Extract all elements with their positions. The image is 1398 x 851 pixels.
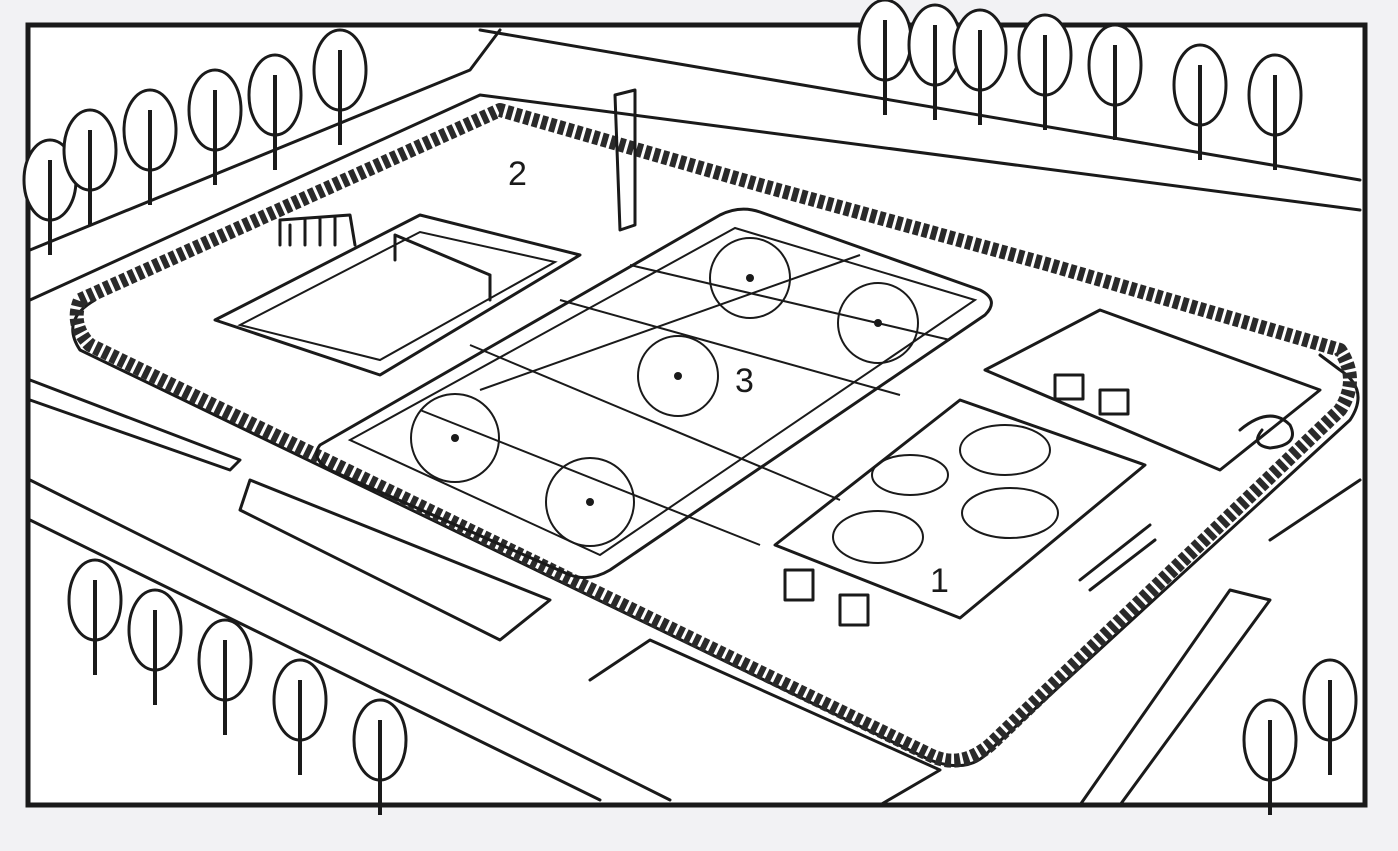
tree-icon (1242, 698, 1298, 815)
tree-icon (272, 658, 328, 775)
tree-icon (127, 588, 183, 705)
tree-icon (312, 28, 368, 145)
trees (22, 0, 1358, 815)
tree-icon (197, 618, 253, 735)
tree-icon (1017, 13, 1073, 130)
tree-icon (187, 68, 243, 185)
zone-label-2: 2 (508, 155, 527, 193)
tree-icon (122, 88, 178, 205)
tree-icon (1087, 23, 1143, 140)
tree-icon (1172, 43, 1228, 160)
frame (25, 22, 1368, 808)
tree-icon (1302, 658, 1358, 775)
tree-icon (857, 0, 913, 115)
tree-icon (247, 53, 303, 170)
zone-label-3: 3 (735, 362, 754, 400)
roads (28, 28, 1362, 807)
hedge-border (69, 103, 1360, 768)
tree-icon (907, 3, 963, 120)
zone-label-1: 1 (930, 562, 949, 600)
tree-icon (62, 108, 118, 225)
tree-icon (67, 558, 123, 675)
hockey-rink-zone-3 (315, 207, 993, 580)
sports-court-zone-2 (213, 88, 637, 377)
tree-icon (352, 698, 408, 815)
playground-zone-1 (773, 308, 1322, 627)
tree-icon (1247, 53, 1303, 170)
tree-icon (952, 8, 1008, 125)
